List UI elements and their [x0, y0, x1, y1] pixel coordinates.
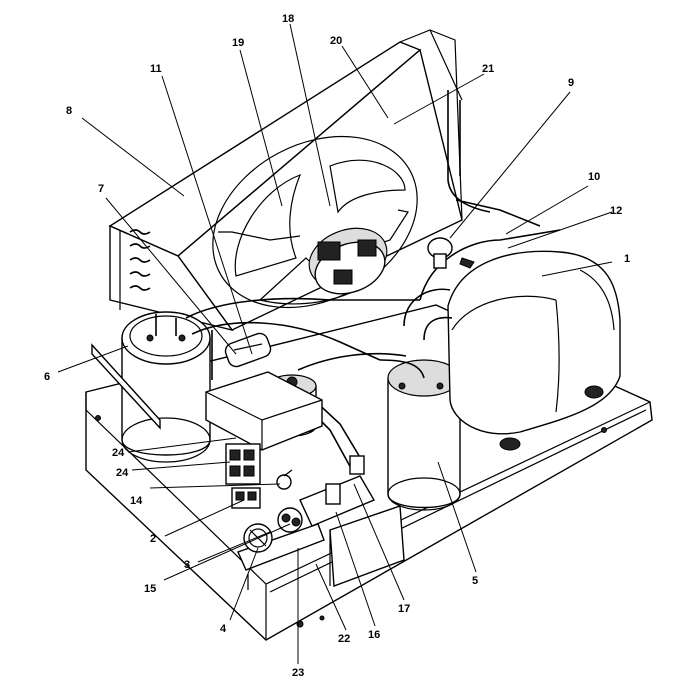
condenser-coil-box — [108, 29, 463, 332]
callout-19: 19 — [232, 37, 244, 49]
callout-3: 3 — [184, 559, 190, 571]
callout-4: 4 — [220, 623, 227, 635]
callout-24-lower: 24 — [116, 467, 129, 479]
callout-17: 17 — [398, 603, 410, 615]
callout-16: 16 — [368, 629, 380, 641]
callout-20: 20 — [330, 35, 342, 47]
callout-5: 5 — [472, 575, 478, 587]
callout-23: 23 — [292, 667, 304, 679]
filter-drier — [224, 332, 272, 368]
callout-1: 1 — [624, 253, 630, 265]
callout-24-upper: 24 — [112, 447, 125, 459]
callout-15: 15 — [144, 583, 156, 595]
receiver-tank — [91, 311, 211, 463]
callout-10: 10 — [588, 171, 600, 183]
callout-9: 9 — [568, 77, 574, 89]
callout-labels: 1 2 3 4 5 6 7 8 9 10 11 12 14 15 16 17 1… — [44, 13, 630, 679]
compressor — [447, 250, 621, 451]
callout-14: 14 — [130, 495, 143, 507]
callout-21: 21 — [482, 63, 494, 75]
callout-8: 8 — [66, 105, 72, 117]
callout-11: 11 — [150, 63, 162, 75]
fan-assembly — [212, 135, 418, 309]
fan-motor — [308, 227, 388, 295]
callout-7: 7 — [98, 183, 104, 195]
coil-fins — [119, 229, 151, 310]
pressure-switch — [427, 237, 475, 269]
leader-lines — [57, 23, 613, 664]
electrical-box — [205, 371, 323, 509]
callout-6: 6 — [44, 371, 50, 383]
callout-18: 18 — [282, 13, 294, 25]
callout-22: 22 — [338, 633, 350, 645]
callout-2: 2 — [150, 533, 156, 545]
callout-12: 12 — [610, 205, 622, 217]
